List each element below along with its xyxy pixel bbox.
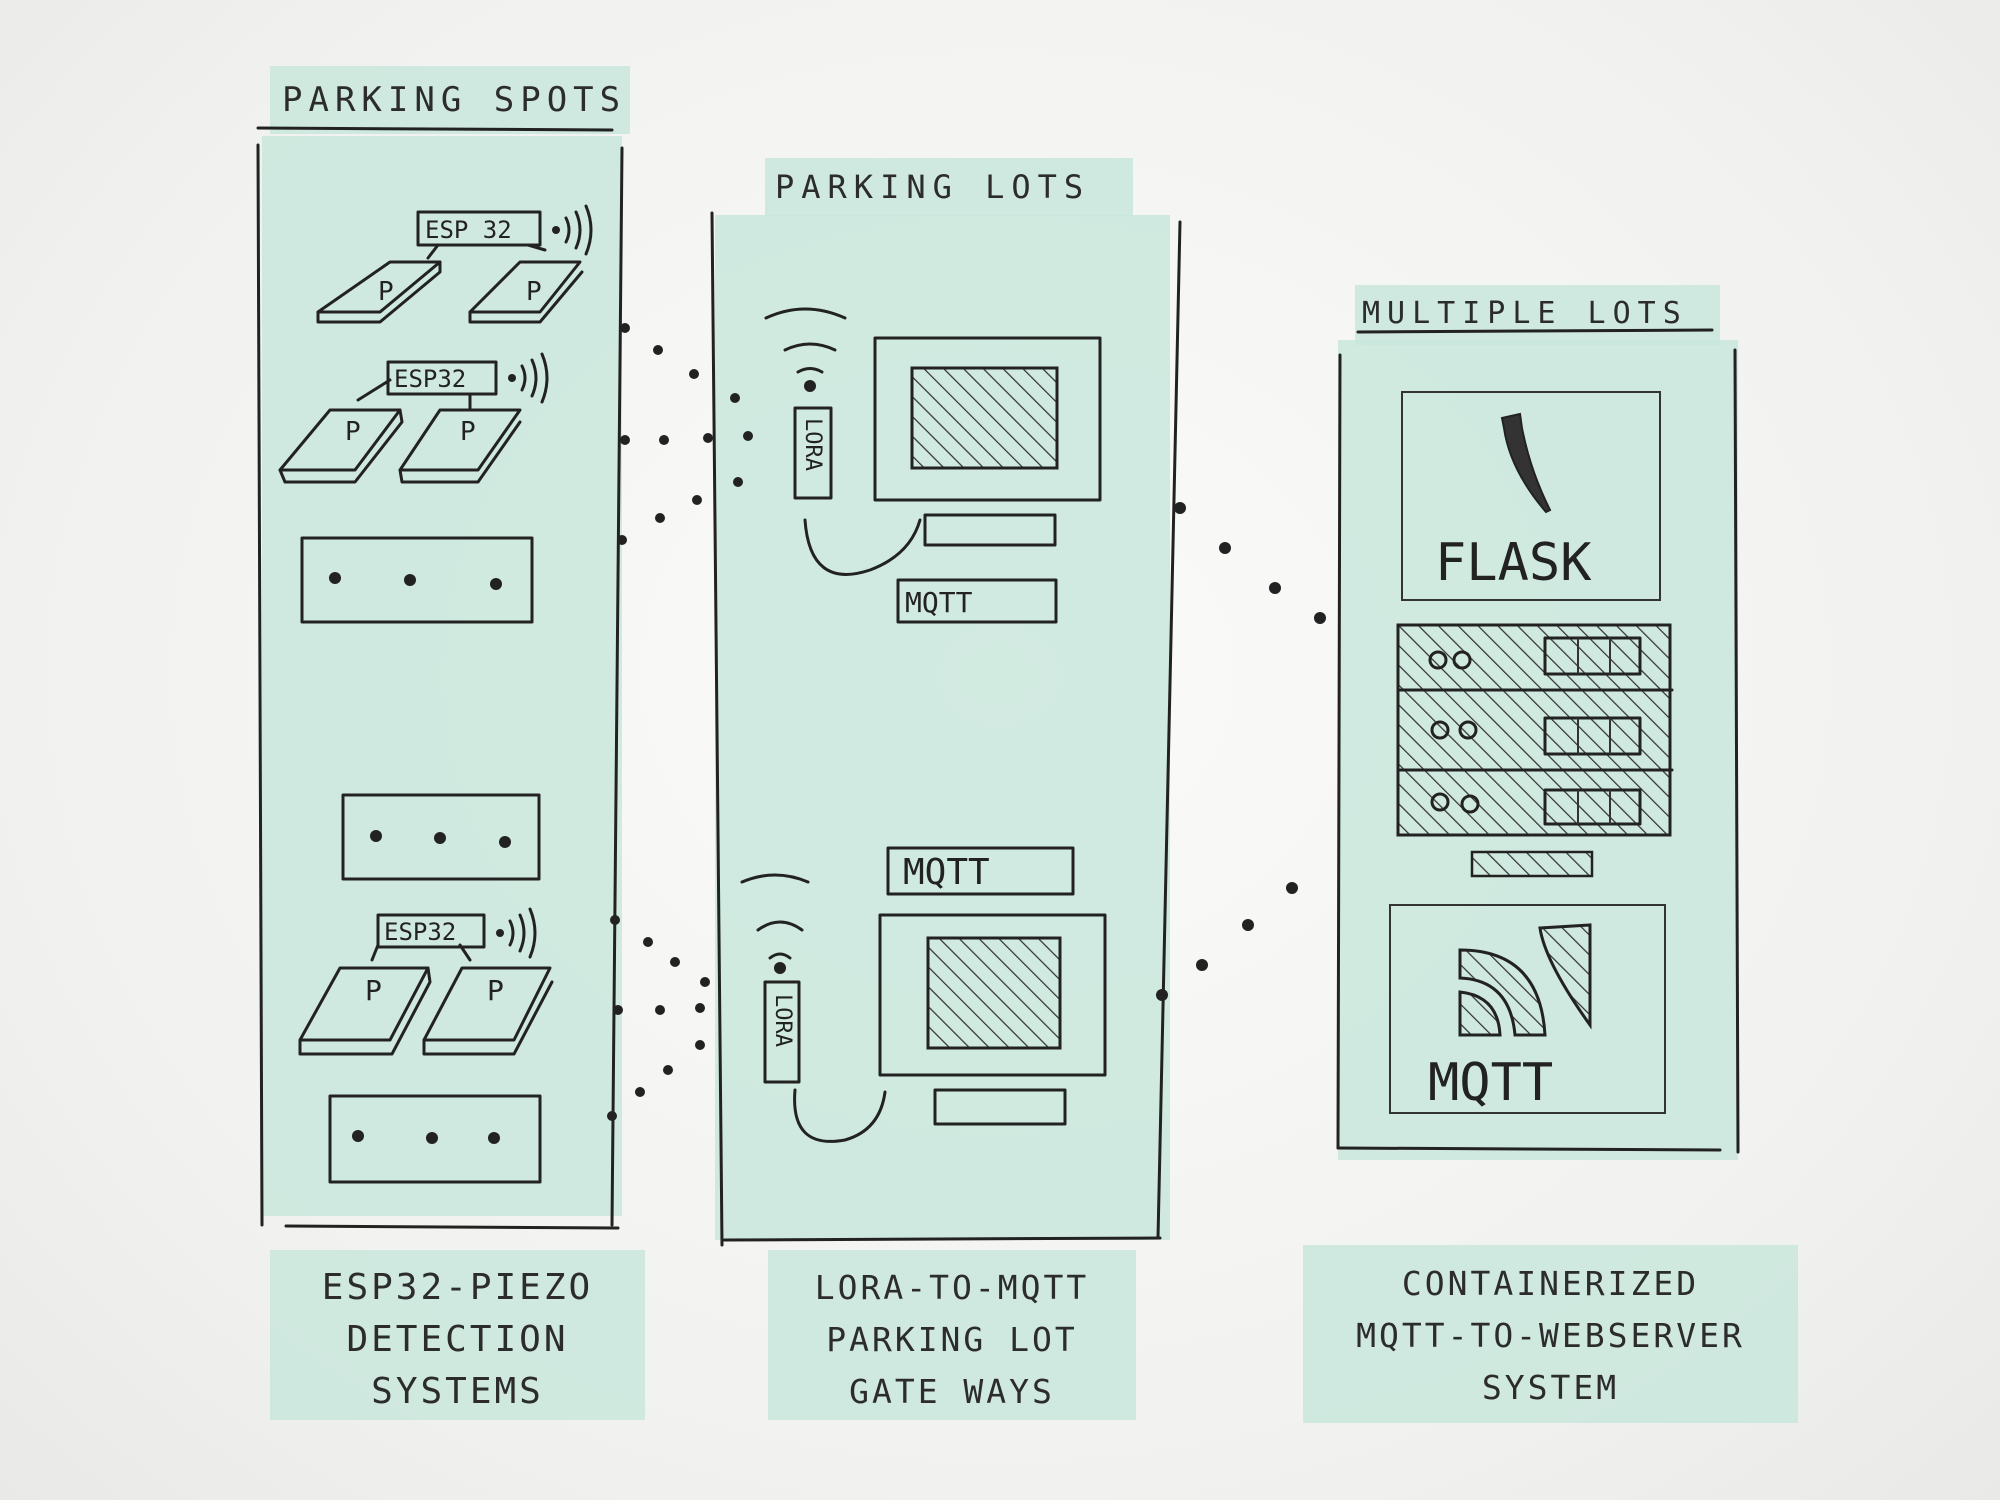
link-dots-gateway-1-to-server <box>1174 502 1326 624</box>
gateway-1-board <box>873 336 1102 502</box>
gateway-1: LORA MQTT <box>764 307 1102 624</box>
esp32-board-label-2: ESP32 <box>394 365 466 393</box>
antenna-waves-icon <box>564 204 593 256</box>
gateway-2-lora-label: LORA <box>770 994 795 1047</box>
mqtt-panel: MQTT <box>1389 904 1666 1114</box>
gateway-1-slot <box>923 513 1057 547</box>
gateway-1-chip <box>910 366 1059 470</box>
gateway-2-chip <box>926 936 1062 1050</box>
mqtt-panel-label: MQTT <box>1428 1053 1553 1113</box>
parking-pad-label: P <box>526 277 542 307</box>
parking-pad-label: P <box>460 417 476 447</box>
gateway-2-mqtt-box <box>886 846 1075 896</box>
parking-pad-1b: P <box>468 260 584 324</box>
gateway-1-mqtt-label: MQTT <box>905 586 973 619</box>
flask-horn-icon <box>1500 412 1552 514</box>
link-dots-spots-to-gateway-2 <box>607 915 710 1121</box>
parking-pad-2b: P <box>398 408 522 484</box>
server-header: MULTIPLE LOTS <box>1362 296 1688 331</box>
more-spots-box-3 <box>328 1094 542 1184</box>
gateway-2-slot <box>933 1088 1067 1126</box>
spots-caption-highlight <box>270 1250 645 1420</box>
antenna-dot-icon <box>508 374 516 382</box>
antenna-dot-icon <box>552 226 560 234</box>
gateway-2-board <box>878 913 1107 1077</box>
server-rack <box>1396 623 1674 878</box>
mqtt-signal-icon <box>1458 990 1502 1037</box>
gateway-1-lora-module <box>793 406 833 500</box>
spots-caption-line-1: ESP32-PIEZO <box>321 1267 594 1308</box>
esp32-board-label-3: ESP32 <box>384 918 456 946</box>
spots-caption: ESP32-PIEZO DETECTION SYSTEMS <box>270 1262 645 1418</box>
antenna-dot-icon <box>496 929 504 937</box>
mqtt-arc-icon-2 <box>1538 923 1592 1030</box>
spots-column-outline <box>256 126 624 1230</box>
spots-column-highlight <box>262 136 622 1216</box>
esp32-board-label-1: ESP 32 <box>425 216 512 244</box>
parking-pad-3a: P <box>298 966 432 1056</box>
mqtt-arc-icon-1 <box>1458 948 1547 1037</box>
lots-header: PARKING LOTS <box>775 168 1091 206</box>
lots-column-outline <box>710 211 1182 1247</box>
gateway-1-mqtt-box <box>896 578 1058 624</box>
spots-caption-line-3: SYSTEMS <box>371 1371 544 1412</box>
server-caption: CONTAINERIZED MQTT-TO-WEBSERVER SYSTEM <box>1303 1258 1798 1414</box>
lots-caption-line-3: GATE WAYS <box>849 1372 1055 1411</box>
antenna-waves-icon <box>520 352 549 404</box>
lots-caption-line-2: PARKING LOT <box>826 1320 1078 1359</box>
server-column-outline <box>1336 328 1740 1154</box>
parking-pad-3b: P <box>422 966 554 1056</box>
lots-caption-highlight <box>768 1250 1136 1420</box>
gateway-2-mqtt-label: MQTT <box>903 852 990 893</box>
esp32-board-2 <box>386 360 498 396</box>
server-caption-line-3: SYSTEM <box>1481 1368 1620 1407</box>
more-spots-box-2 <box>341 793 541 881</box>
server-caption-line-1: CONTAINERIZED <box>1401 1264 1700 1303</box>
more-spots-box-1 <box>300 536 534 624</box>
flask-label: FLASK <box>1435 533 1592 593</box>
lots-caption: LORA-TO-MQTT PARKING LOT GATE WAYS <box>768 1262 1136 1418</box>
link-dots-gateway-2-to-server <box>1156 882 1298 1001</box>
esp32-cluster-2: ESP32 P P <box>278 352 549 484</box>
lots-caption-line-1: LORA-TO-MQTT <box>814 1268 1090 1307</box>
parking-pad-label: P <box>487 974 504 1007</box>
parking-pad-2a: P <box>278 408 404 484</box>
spots-header: PARKING SPOTS <box>282 80 627 120</box>
gateway-2-cable <box>793 1088 887 1143</box>
gateway-1-signal-icon <box>764 307 847 374</box>
antenna-waves-icon <box>508 907 537 959</box>
flask-panel: FLASK <box>1401 391 1661 601</box>
parking-pad-label: P <box>365 974 382 1007</box>
parking-pad-1a: P <box>316 260 442 324</box>
esp32-board-1 <box>416 210 542 247</box>
parking-pad-label: P <box>345 417 361 447</box>
esp32-board-3 <box>376 913 486 949</box>
server-caption-line-2: MQTT-TO-WEBSERVER <box>1356 1316 1745 1355</box>
gateway-2: MQTT LORA <box>740 846 1107 1143</box>
esp32-cluster-1: ESP 32 P P <box>316 204 593 324</box>
gateway-2-signal-icon <box>740 873 810 960</box>
parking-pad-label: P <box>378 277 394 307</box>
server-caption-highlight <box>1303 1245 1798 1423</box>
spots-caption-line-2: DETECTION <box>346 1319 569 1360</box>
server-header-highlight <box>1355 285 1720 345</box>
esp32-cluster-3: ESP32 P P <box>298 907 554 1056</box>
gateway-2-lora-module <box>763 980 801 1084</box>
spots-header-highlight <box>270 66 630 134</box>
gateway-1-lora-label: LORA <box>800 418 825 471</box>
lots-header-highlight <box>765 158 1133 216</box>
gateway-1-cable <box>803 518 922 576</box>
link-dots-spots-to-gateway-1 <box>617 323 753 545</box>
